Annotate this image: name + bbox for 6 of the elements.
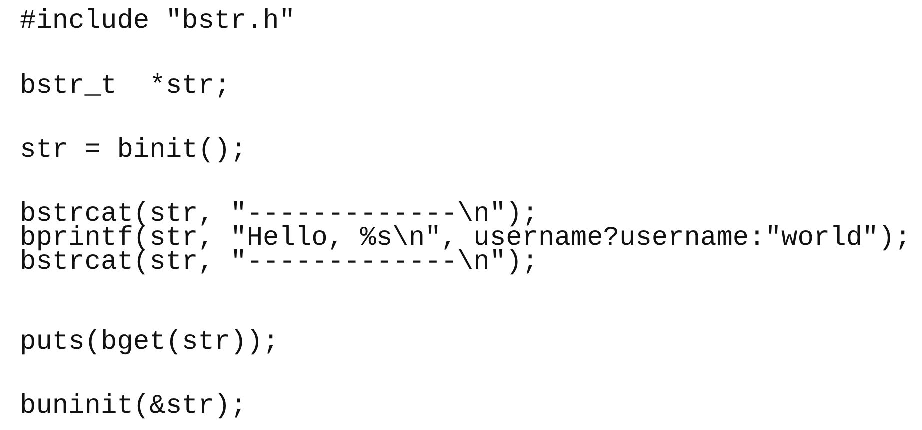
code-line: puts(bget(str)); — [20, 327, 280, 359]
code-line: str = binit(); — [20, 135, 247, 167]
code-line: bstr_t *str; — [20, 71, 231, 103]
code-line: buninit(&str); — [20, 391, 247, 423]
code-line: #include "bstr.h" — [20, 6, 296, 38]
code-line: bstrcat(str, "-------------\n"); — [20, 248, 538, 279]
